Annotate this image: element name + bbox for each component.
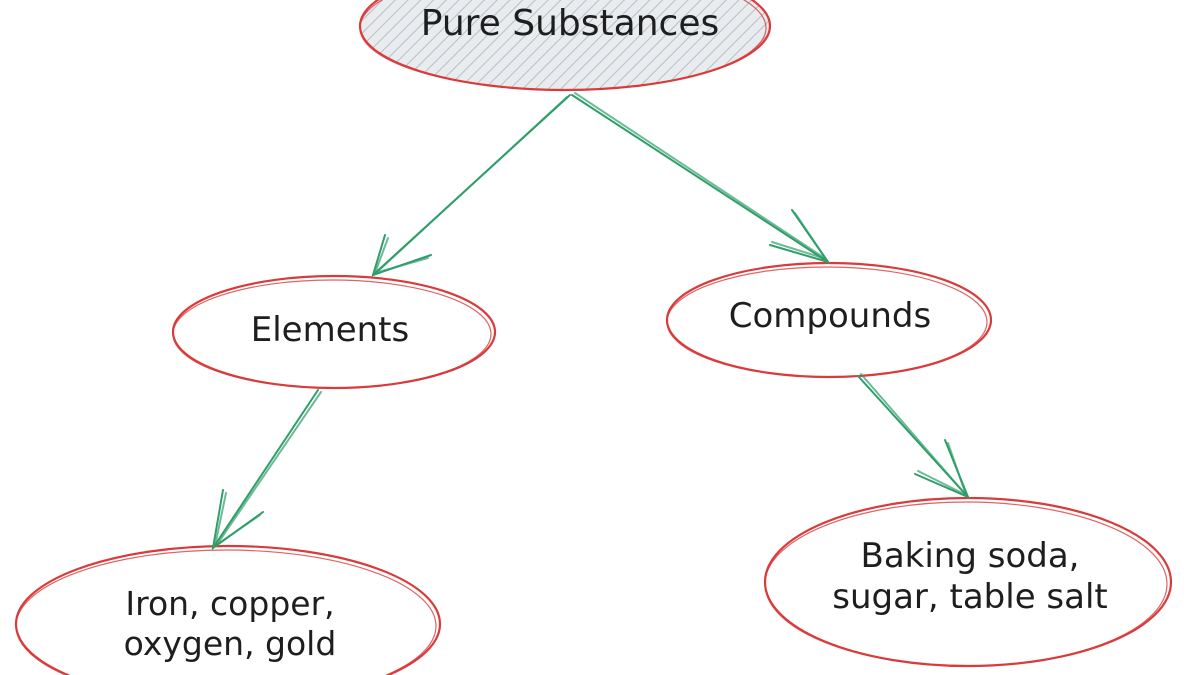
edge-root-to-elements: [371, 94, 571, 277]
root-node-hatch: [360, 0, 770, 90]
compounds-node-label: Compounds: [728, 296, 932, 336]
elements-examples-line2: oxygen, gold: [123, 624, 337, 664]
elements-examples-label: Iron, copper, oxygen, gold: [40, 584, 420, 665]
edge-elements-to-examples: [211, 389, 322, 551]
elements-examples-line1: Iron, copper,: [125, 584, 335, 623]
root-node: [358, 0, 772, 92]
root-node-label: Pure Substances: [420, 3, 720, 44]
compounds-examples-line2: sugar, table salt: [832, 577, 1108, 618]
elements-node: [171, 274, 497, 390]
elements-examples-node: [14, 544, 442, 675]
edge-root-to-compounds: [571, 92, 831, 264]
compounds-examples-label: Baking soda, sugar, table salt: [770, 536, 1170, 619]
compounds-examples-line1: Baking soda,: [860, 536, 1080, 576]
elements-node-label: Elements: [250, 310, 410, 350]
edge-compounds-to-examples: [857, 373, 970, 499]
